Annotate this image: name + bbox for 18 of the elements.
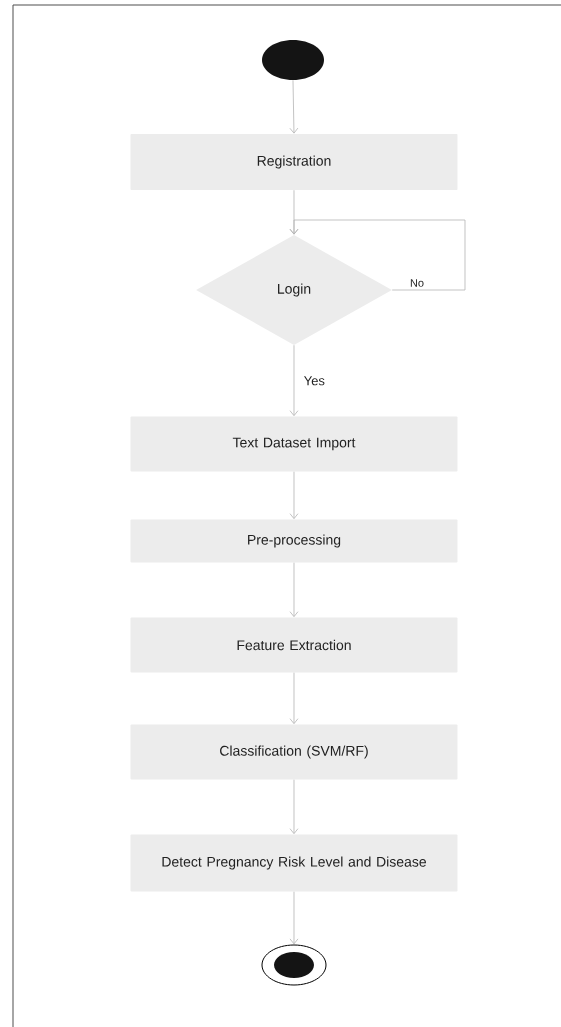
edge-label: No <box>408 277 426 289</box>
process-box: Detect Pregnancy Risk Level and Disease <box>130 834 458 892</box>
arrow <box>289 672 299 725</box>
process-box: Classification (SVM/RF) <box>130 724 458 780</box>
process-box: Feature Extraction <box>130 617 458 673</box>
arrow <box>289 471 299 520</box>
arrow <box>289 344 299 417</box>
process-box: Registration <box>130 134 458 190</box>
process-box: Pre-processing <box>130 519 458 563</box>
end-circle <box>261 944 327 986</box>
edge-label: Yes <box>302 374 327 387</box>
arrow <box>289 891 299 945</box>
process-box: Text Dataset Import <box>130 416 458 472</box>
arrow <box>289 779 299 835</box>
arrow <box>289 562 299 618</box>
arrow <box>289 219 466 291</box>
arrow <box>289 79 299 134</box>
start-circle <box>262 40 324 80</box>
